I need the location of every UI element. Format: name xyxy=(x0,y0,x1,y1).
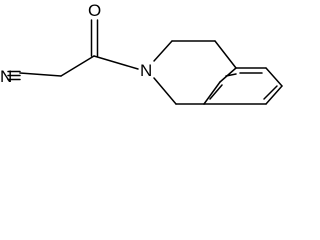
bond-ch2-to-aromatic xyxy=(214,40,237,69)
bond-ring-n-to-ch2-lower xyxy=(153,77,177,105)
bond-benzene-inner-1 xyxy=(225,73,237,77)
bond-benzene-inner-3 xyxy=(263,85,278,100)
bond-benzene-5 xyxy=(265,85,283,105)
bond-carbonyl-to-ch2 xyxy=(60,55,95,77)
bond-benzene-1 xyxy=(203,81,221,105)
molecule-structure: O N N xyxy=(0,1,283,105)
bond-ch2-to-nitrile-c xyxy=(19,72,62,77)
bond-carbonyl-to-ring-n xyxy=(93,55,139,70)
bond-ring-n-to-ch2-upper xyxy=(153,40,173,62)
nitrile-nitrogen-atom-label: N xyxy=(0,67,12,86)
ring-nitrogen-atom-label: N xyxy=(140,61,152,80)
bond-benzene-inner-4 xyxy=(209,84,223,100)
oxygen-atom-label: O xyxy=(88,1,101,20)
bond-benzene-4 xyxy=(265,67,283,87)
